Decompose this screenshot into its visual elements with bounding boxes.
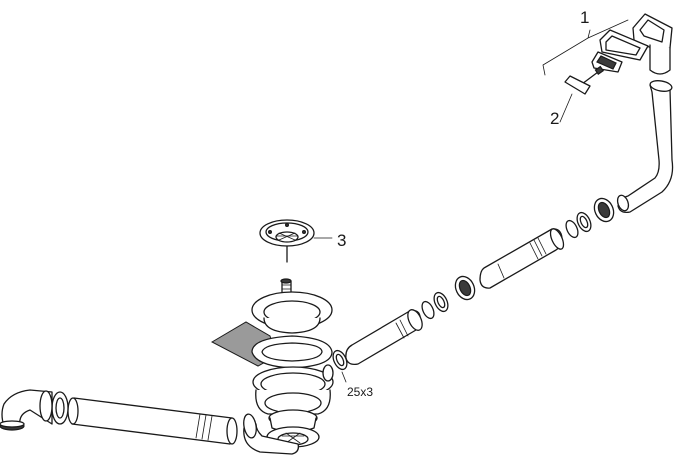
- drain-connector-tube: [345, 309, 423, 366]
- overflow-ring-a: [576, 211, 592, 233]
- overflow-ring-b: [565, 219, 579, 239]
- seal-size-leader: [341, 371, 347, 383]
- drain-seal-ring: [332, 349, 348, 371]
- middle-ring-b: [421, 300, 435, 320]
- sink-flange: [251, 291, 333, 334]
- drain-body: [252, 364, 334, 448]
- overflow-frame: [599, 29, 649, 61]
- overflow-nut: [593, 197, 615, 223]
- callout-1-bracket: [542, 19, 629, 76]
- bottom-tube: [67, 397, 238, 445]
- overflow-cover-plate: [564, 75, 591, 95]
- trap-elbow: [0, 389, 69, 431]
- callout-3-label: 3: [337, 231, 346, 250]
- basket-strainer: [259, 219, 333, 263]
- middle-ring-a: [433, 291, 449, 313]
- drain-outlet: [243, 413, 300, 455]
- callout-1-label: 1: [580, 8, 589, 27]
- seal-size-label: 25x3: [347, 385, 373, 399]
- middle-nut: [454, 275, 476, 301]
- callout-2-leader: [559, 93, 573, 123]
- overflow-tube: [616, 80, 674, 214]
- overflow-screw: [581, 65, 605, 85]
- callout-2-label: 2: [550, 109, 559, 128]
- split-seal-ring: [251, 335, 333, 369]
- middle-tube: [479, 228, 565, 289]
- overflow-assembly: [542, 13, 673, 95]
